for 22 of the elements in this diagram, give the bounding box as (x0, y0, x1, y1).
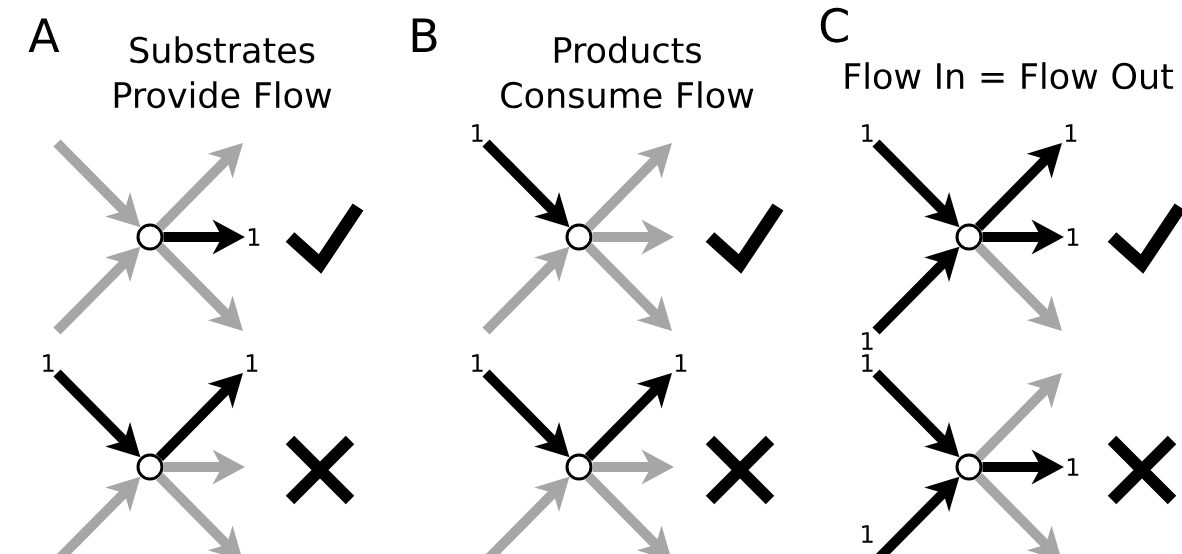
panel-letter: A (28, 18, 60, 52)
edge-label: 1 (468, 353, 486, 373)
edge-label: 1 (1064, 227, 1082, 247)
panel-letter: C (820, 7, 848, 43)
edge-label: 1 (39, 353, 57, 373)
node-circle (565, 453, 593, 481)
node-circle (136, 223, 164, 251)
node-circle (136, 453, 164, 481)
edge-label: 1 (243, 353, 261, 373)
edge-label: 1 (858, 331, 876, 351)
edge-label: 1 (1064, 457, 1082, 477)
edge-label: 1 (1062, 123, 1080, 143)
edge-label: 1 (672, 353, 690, 373)
edge-label: 1 (858, 353, 876, 373)
node-circle (565, 223, 593, 251)
node-circle (955, 453, 983, 481)
edge-label: 1 (468, 123, 486, 143)
edge-label: 1 (858, 524, 876, 544)
node-circle (955, 223, 983, 251)
panel-letter: B (412, 18, 437, 52)
edge-label: 1 (245, 227, 263, 247)
edge-label: 1 (858, 123, 876, 143)
